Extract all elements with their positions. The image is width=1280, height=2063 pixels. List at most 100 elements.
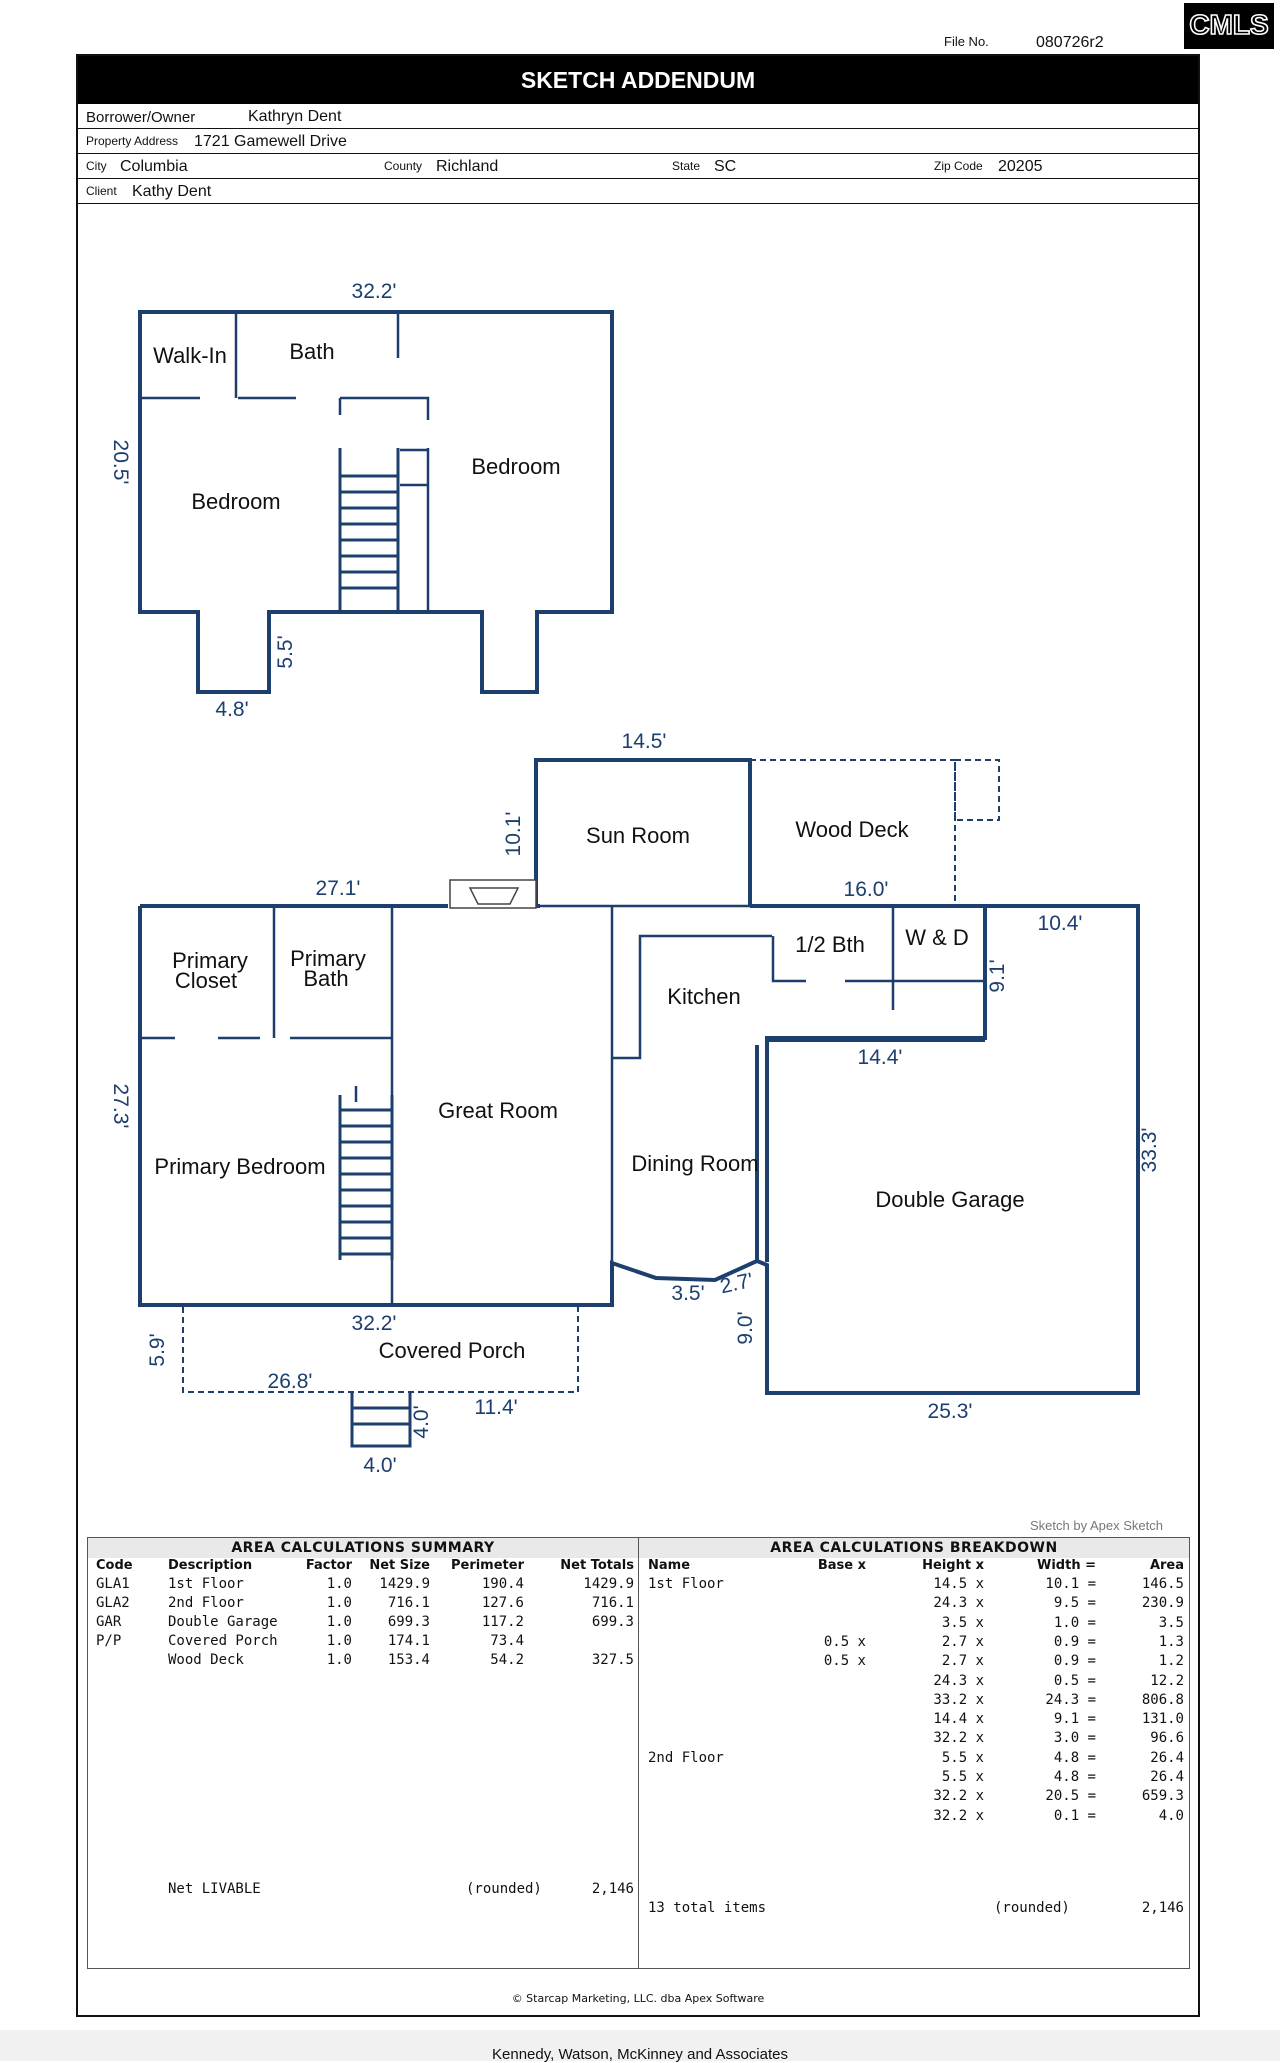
room-covered-porch: Covered Porch [379,1338,526,1363]
dim-garage-inner: 14.4' [858,1046,903,1069]
dim-sun-room-side: 10.1' [502,812,525,857]
summary-cell: 716.1 [387,1595,430,1611]
room-bedroom-left: Bedroom [191,489,280,514]
net-livable-label: Net LIVABLE [168,1881,261,1897]
summary-cell: 1.0 [326,1614,352,1630]
summary-cell: 1.0 [326,1595,352,1611]
breakdown-cell: 4.8 = [1053,1769,1096,1785]
dim-main-side: 27.3' [109,1084,132,1129]
breakdown-cell: 0.5 = [1053,1672,1096,1689]
breakdown-cell: 32.2 x [933,1788,984,1805]
breakdown-total: 2,146 [1141,1900,1184,1916]
dim-porch-right: 11.4' [474,1396,517,1419]
room-washer-dryer: W & D [905,925,969,950]
room-primary-bedroom: Primary Bedroom [154,1154,325,1179]
county-value: Richland [436,158,499,175]
borrower-label: Borrower/Owner [86,109,196,126]
breakdown-cell: 9.5 = [1053,1595,1096,1612]
page-title: SKETCH ADDENDUM [78,56,1198,104]
breakdown-title: AREA CALCULATIONS BREAKDOWN [639,1538,1189,1558]
summary-header: Factor [305,1558,352,1573]
breakdown-cell: 146.5 [1141,1576,1184,1592]
breakdown-cell: 32.2 x [933,1730,984,1747]
room-primary-bath-line1: Primary [290,946,366,971]
summary-cell: 716.1 [591,1595,634,1611]
breakdown-cell: 12.2 [1150,1672,1184,1689]
upper-stairs [338,448,400,612]
net-livable-value: 2,146 [591,1881,634,1897]
summary-cell: 1.0 [326,1633,352,1649]
dim-wd-side: 9.1' [986,959,1009,992]
summary-cell: 190.4 [481,1576,524,1592]
breakdown-cell: 2.7 x [941,1653,984,1670]
summary-cell: GLA1 [96,1576,130,1592]
summary-cell: 1429.9 [583,1576,634,1592]
room-double-garage: Double Garage [875,1187,1024,1212]
summary-header: Code [96,1558,133,1573]
dim-porch-length: 26.8' [268,1370,313,1393]
summary-cell: 153.4 [387,1652,430,1668]
summary-cell: 1.0 [326,1576,352,1592]
zip-value: 20205 [998,158,1043,175]
breakdown-cell: 24.3 x [933,1595,984,1612]
main-stairs [338,1095,394,1260]
state-label: State [672,159,701,173]
room-great-room: Great Room [438,1098,558,1123]
room-dining-room: Dining Room [631,1151,758,1176]
breakdown-cell: 0.9 = [1053,1633,1096,1650]
breakdown-cell: 14.4 x [933,1711,984,1728]
dim-upper-top: 32.2' [352,280,397,303]
property-label: Property Address [86,134,179,148]
breakdown-cell: 0.9 = [1053,1653,1096,1670]
copyright: © Starcap Marketing, LLC. dba Apex Softw… [511,1992,765,2005]
dim-sun-room-top: 14.5' [622,730,667,753]
summary-cell: GAR [96,1614,122,1630]
breakdown-cell: 0.1 = [1053,1807,1096,1824]
breakdown-cell: 5.5 x [941,1769,984,1785]
room-primary-closet-line1: Primary [172,948,248,973]
dim-bay-side: 2.7' [718,1269,755,1298]
porch-steps [350,1392,412,1448]
first-floor-outline [138,904,1140,1395]
breakdown-cell: 806.8 [1141,1691,1184,1708]
summary-cell: Wood Deck [168,1652,244,1668]
svg-text:CMLS: CMLS [1189,9,1268,40]
property-value: 1721 Gamewell Drive [194,133,347,150]
summary-header: Net Totals [560,1558,634,1573]
client-value: Kathy Dent [132,183,212,200]
apex-sketch-credit: Sketch by Apex Sketch [1030,1518,1163,1533]
room-primary-closet-line2: Closet [175,968,237,993]
company-name: Kennedy, Watson, McKinney and Associates [492,2046,788,2063]
room-bedroom-right: Bedroom [471,454,560,479]
room-wood-deck: Wood Deck [795,817,909,842]
bottom-bar [0,2030,1280,2061]
breakdown-header: Height x [922,1558,984,1573]
borrower-row: Borrower/Owner Kathryn Dent [78,104,1198,129]
breakdown-cell: 32.2 x [933,1807,984,1824]
dim-bay-width: 3.5' [671,1282,704,1305]
breakdown-cell: 24.3 x [933,1672,984,1689]
file-number-label: File No. [944,34,989,49]
table-divider [638,1538,639,1968]
dim-upper-notch-height: 5.5' [274,635,297,668]
summary-cell: 1429.9 [379,1576,430,1592]
dim-main-top: 27.1' [316,877,361,900]
summary-cell: 1st Floor [168,1576,244,1592]
client-row: Client Kathy Dent [78,179,1198,204]
breakdown-cell: 4.8 = [1053,1749,1096,1766]
breakdown-cell: 26.4 [1150,1769,1184,1785]
summary-cell: 327.5 [591,1652,634,1668]
cmls-logo: CMLS [1184,3,1274,49]
room-kitchen: Kitchen [667,984,740,1009]
breakdown-cell: 2nd Floor [648,1749,724,1766]
dim-deck-width: 16.0' [844,878,889,901]
summary-cell: 117.2 [481,1614,524,1630]
breakdown-cell: 1.0 = [1053,1614,1096,1631]
summary-header: Net Size [369,1558,430,1573]
sun-room-outline [534,758,752,906]
city-label: City [86,159,107,173]
dim-garage-top: 10.4' [1038,912,1083,935]
room-primary-bath-line2: Bath [303,966,348,991]
room-sun-room: Sun Room [586,823,690,848]
breakdown-cell: 2.7 x [941,1633,984,1650]
